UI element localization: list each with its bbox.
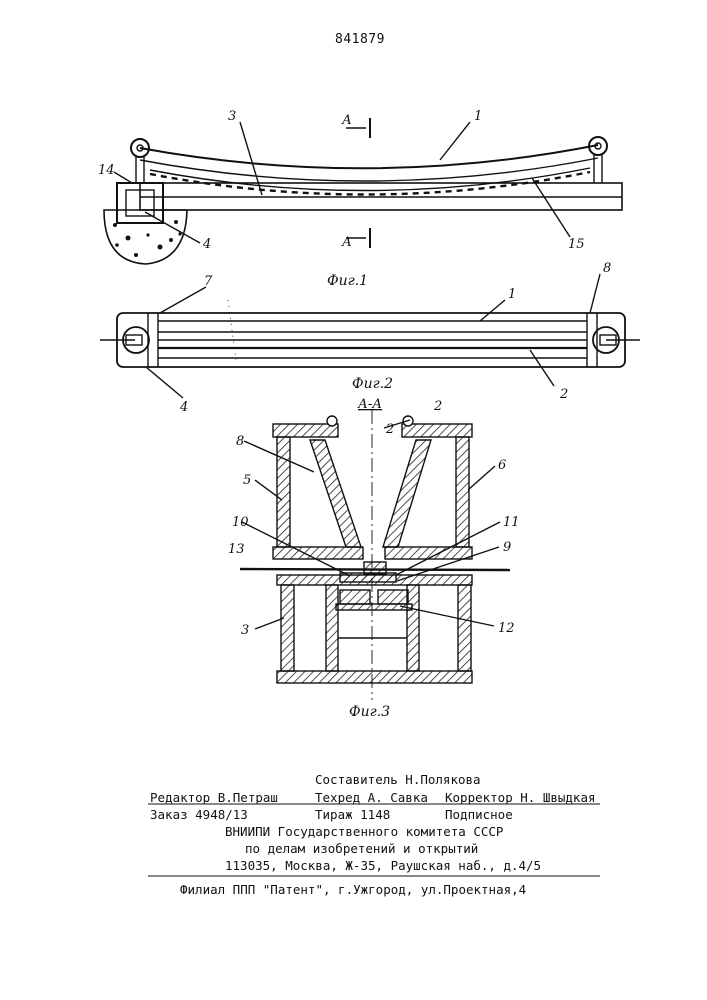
footer-rules [0, 0, 707, 1000]
